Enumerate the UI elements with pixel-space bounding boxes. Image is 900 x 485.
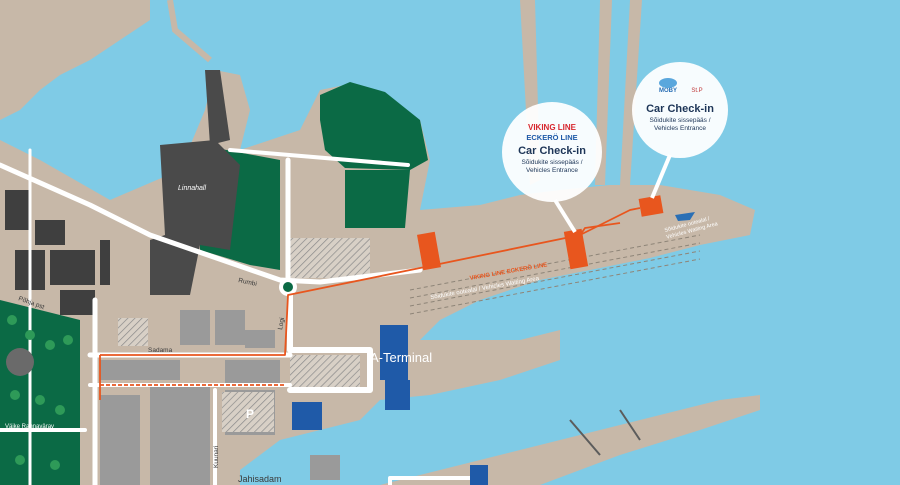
callout-viking-title: Car Check-in (518, 145, 586, 157)
label-rumbi: Rumbi (238, 277, 258, 288)
checkin-booth-viking-west (417, 231, 441, 271)
callout-moby-line2: Vehicles Entrance (654, 125, 706, 132)
callout-moby-brand2: St.P (691, 88, 702, 94)
park-east (320, 82, 428, 170)
callout-viking-brand2: ECKERÖ LINE (526, 133, 577, 142)
callout-moby-title: Car Check-in (646, 103, 714, 115)
building-linnahall-tower (205, 70, 230, 145)
callout-moby-circle (632, 62, 728, 158)
terminal-buildings-blue (292, 325, 488, 485)
ship-icon (675, 212, 695, 221)
label-logi: Logi (277, 317, 286, 330)
buildings-west (5, 190, 110, 315)
callout-moby-pointer (650, 154, 672, 199)
building-linnahall (150, 140, 240, 295)
breakwater-east-3 (620, 0, 642, 185)
hatched-area-parking (222, 392, 274, 432)
pier-south-inner (569, 409, 641, 456)
callout-moby-brand1: MOBY (659, 88, 677, 94)
callout-viking-line2: Vehicles Entrance (526, 167, 578, 174)
hatched-area-west (118, 318, 148, 346)
land-south (380, 395, 760, 485)
label-a-terminal: A-Terminal (370, 350, 432, 365)
roads (0, 148, 472, 485)
park-southeast (345, 170, 410, 228)
callout-viking-circle (502, 102, 602, 202)
label-linnahall: Linnahall (178, 185, 206, 192)
park-southwest (0, 300, 80, 485)
label-jahisadam: Jahisadam (238, 474, 282, 484)
callout-moby-line1: Sõidukite sissepääs / (649, 117, 710, 124)
label-kuunari: Kuunari (213, 446, 220, 468)
checkin-booth-moby (638, 195, 664, 217)
label-sadama: Sadama (148, 347, 173, 354)
round-building (6, 348, 34, 376)
trees (7, 315, 73, 470)
land-northwest (0, 0, 150, 120)
hatched-area-south (290, 355, 360, 387)
pier-northwest (167, 0, 212, 63)
hatched-area-north (290, 238, 370, 278)
parking-icon: P (246, 407, 254, 421)
roundabout-center (283, 282, 293, 292)
label-vaike-rannavarav: Väike Rannavärav (5, 424, 54, 430)
callout-viking-brand1: VIKING LINE (528, 123, 577, 132)
checkin-booth-viking-east (563, 228, 589, 270)
moby-whale-icon (659, 78, 677, 88)
waiting-area-lanes (409, 234, 701, 315)
callout-viking-pointer (553, 198, 577, 234)
callout-viking-line1: Sõidukite sissepääs / (521, 159, 582, 166)
